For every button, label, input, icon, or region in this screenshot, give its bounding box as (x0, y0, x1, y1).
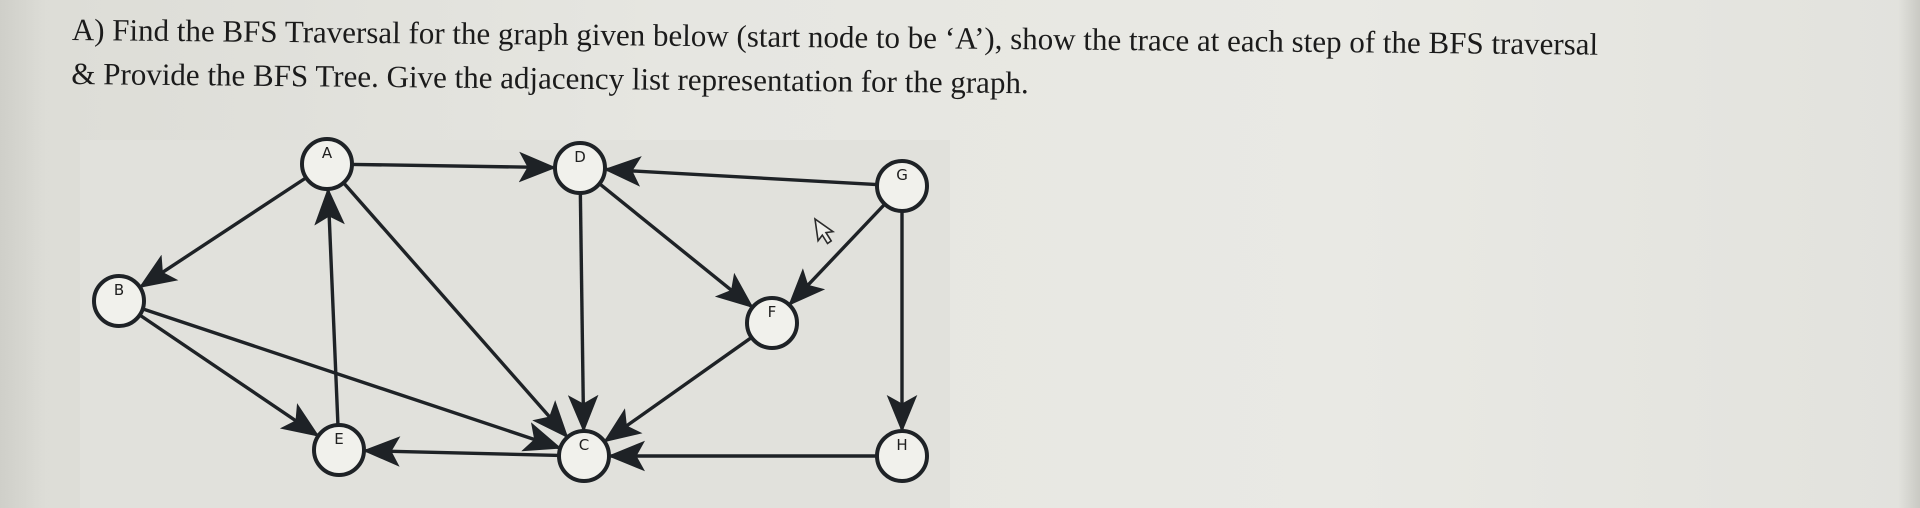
edge-b-to-c (142, 307, 562, 452)
node-label: C (579, 436, 589, 454)
mouse-pointer-icon (813, 217, 836, 245)
edge-a-to-c (342, 181, 569, 439)
edge-e-to-a (314, 187, 345, 426)
edges (138, 151, 918, 472)
node-g: G (875, 159, 929, 213)
node-label: B (114, 281, 124, 299)
edge-a-to-b (138, 176, 308, 289)
node-b: B (92, 274, 146, 328)
node-circle (92, 274, 146, 328)
node-circle (557, 429, 611, 483)
edge-g-to-d (603, 156, 878, 187)
node-f: F (745, 296, 799, 350)
node-e: E (312, 423, 366, 477)
page-shadow-right (1898, 0, 1920, 508)
page-shadow-left (0, 0, 45, 508)
node-c: C (557, 429, 611, 483)
edge-b-to-e (138, 313, 320, 437)
edge-a-to-d (351, 151, 557, 183)
edge-d-to-f (598, 182, 754, 309)
graph-panel (80, 140, 950, 508)
node-circle (745, 296, 799, 350)
node-circle (553, 141, 607, 195)
node-circle (875, 159, 929, 213)
node-label: H (896, 436, 907, 454)
node-label: F (768, 303, 777, 321)
edge-g-to-f (788, 202, 887, 306)
node-label: G (896, 166, 908, 184)
edge-d-to-c (567, 192, 599, 433)
edge-c-to-e (362, 436, 560, 467)
node-circle (300, 137, 354, 191)
node-circle (875, 429, 929, 483)
node-label: A (322, 144, 333, 162)
node-h: H (875, 429, 929, 483)
node-d: D (553, 141, 607, 195)
node-circle (312, 423, 366, 477)
node-label: D (574, 148, 586, 166)
edge-f-to-c (603, 336, 753, 443)
nodes: A D G B F E C H (92, 137, 929, 483)
node-a: A (300, 137, 354, 191)
node-label: E (334, 430, 343, 448)
